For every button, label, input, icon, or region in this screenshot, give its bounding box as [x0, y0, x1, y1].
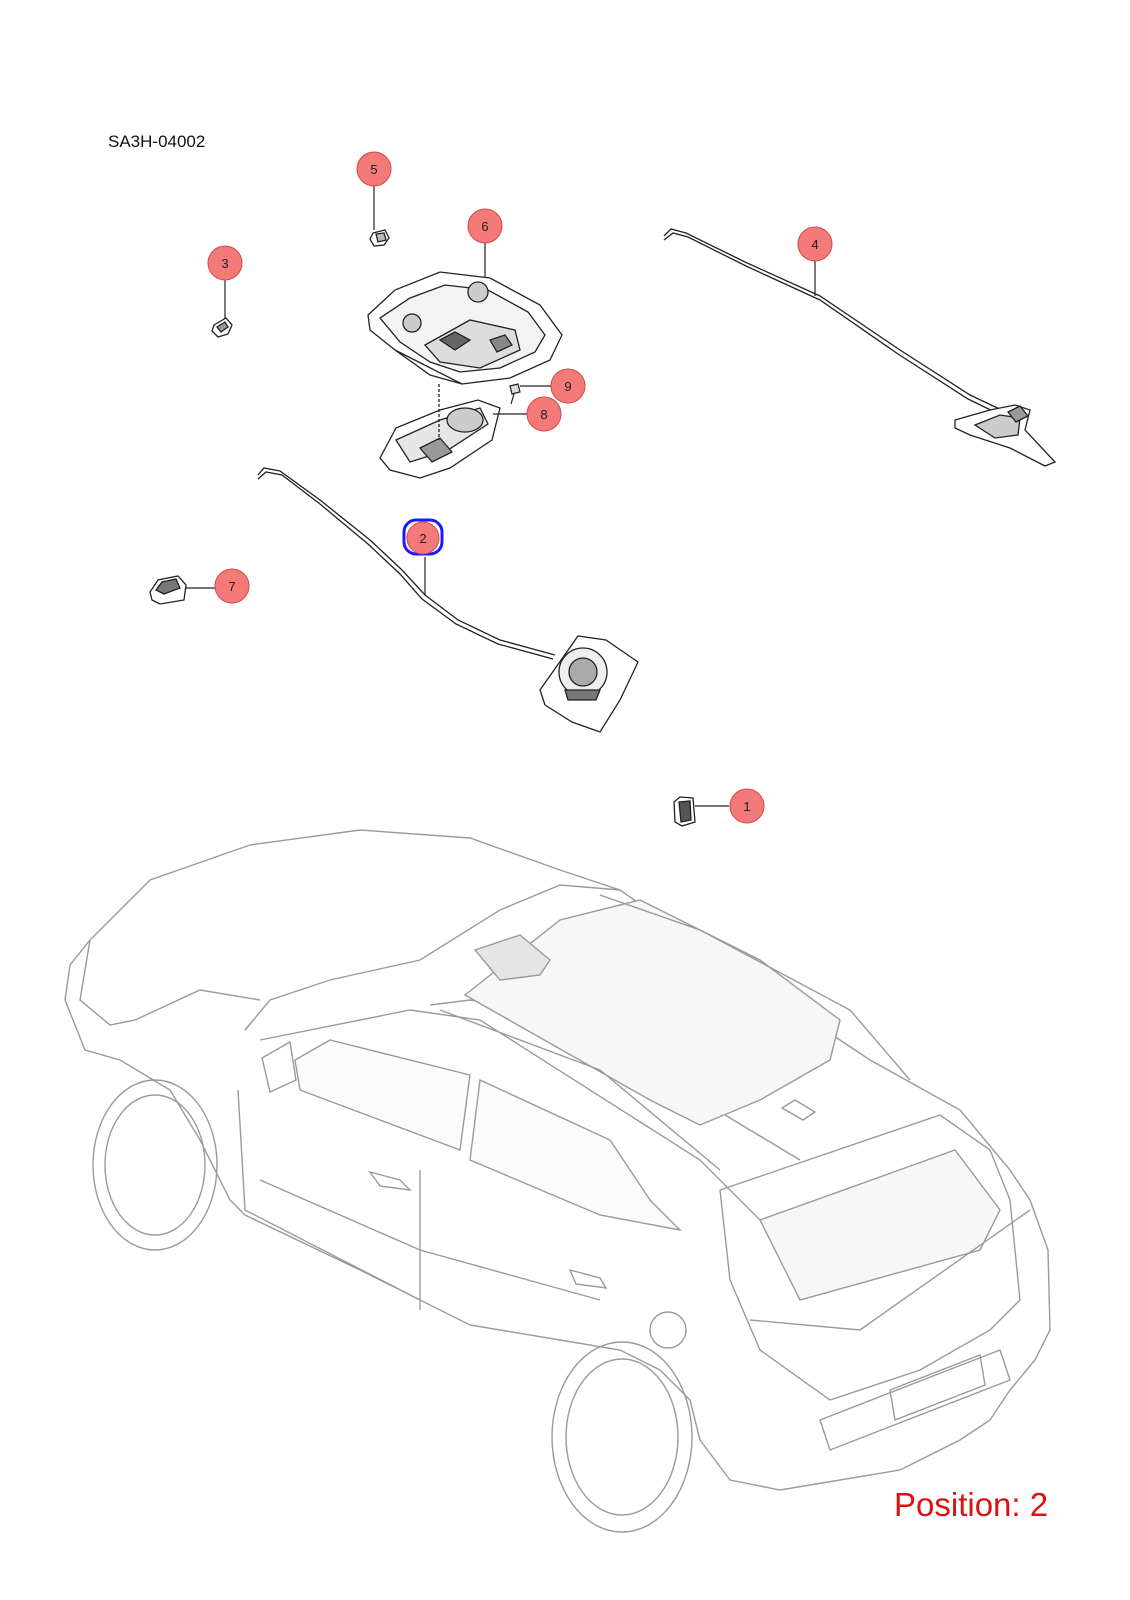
callout-8[interactable]: 8 — [526, 396, 562, 432]
part-9-screw — [509, 383, 521, 405]
vehicle-outline — [64, 829, 1051, 1533]
callout-3[interactable]: 3 — [207, 245, 243, 281]
position-label: Position: 2 — [894, 1486, 1049, 1523]
part-1-cap — [673, 796, 696, 827]
callout-4[interactable]: 4 — [797, 226, 833, 262]
callout-1[interactable]: 1 — [729, 788, 765, 824]
callout-6[interactable]: 6 — [467, 208, 503, 244]
part-7-switch — [149, 575, 187, 605]
callout-5[interactable]: 5 — [356, 151, 392, 187]
svg-text:1: 1 — [743, 799, 750, 814]
svg-text:3: 3 — [221, 256, 228, 271]
callouts: 1 2 3 4 5 6 7 8 — [207, 151, 833, 824]
svg-text:2: 2 — [419, 531, 426, 546]
svg-text:6: 6 — [481, 219, 488, 234]
svg-text:9: 9 — [564, 379, 571, 394]
svg-text:8: 8 — [540, 407, 547, 422]
diagram-code: SA3H-04002 — [108, 132, 206, 151]
leader-lines — [186, 186, 816, 807]
part-6-overhead-console — [367, 271, 563, 385]
callout-9[interactable]: 9 — [550, 368, 586, 404]
part-4-rod-with-bracket — [663, 228, 1057, 467]
svg-text:5: 5 — [370, 162, 377, 177]
svg-text:7: 7 — [228, 579, 235, 594]
svg-text:4: 4 — [811, 237, 818, 252]
part-8-lamp-module — [379, 384, 501, 479]
callout-2[interactable]: 2 — [402, 518, 444, 556]
callout-7[interactable]: 7 — [214, 568, 250, 604]
part-2-rod-with-grommet — [257, 467, 639, 733]
part-3-clip — [211, 317, 233, 338]
part-5-clip — [369, 229, 390, 247]
